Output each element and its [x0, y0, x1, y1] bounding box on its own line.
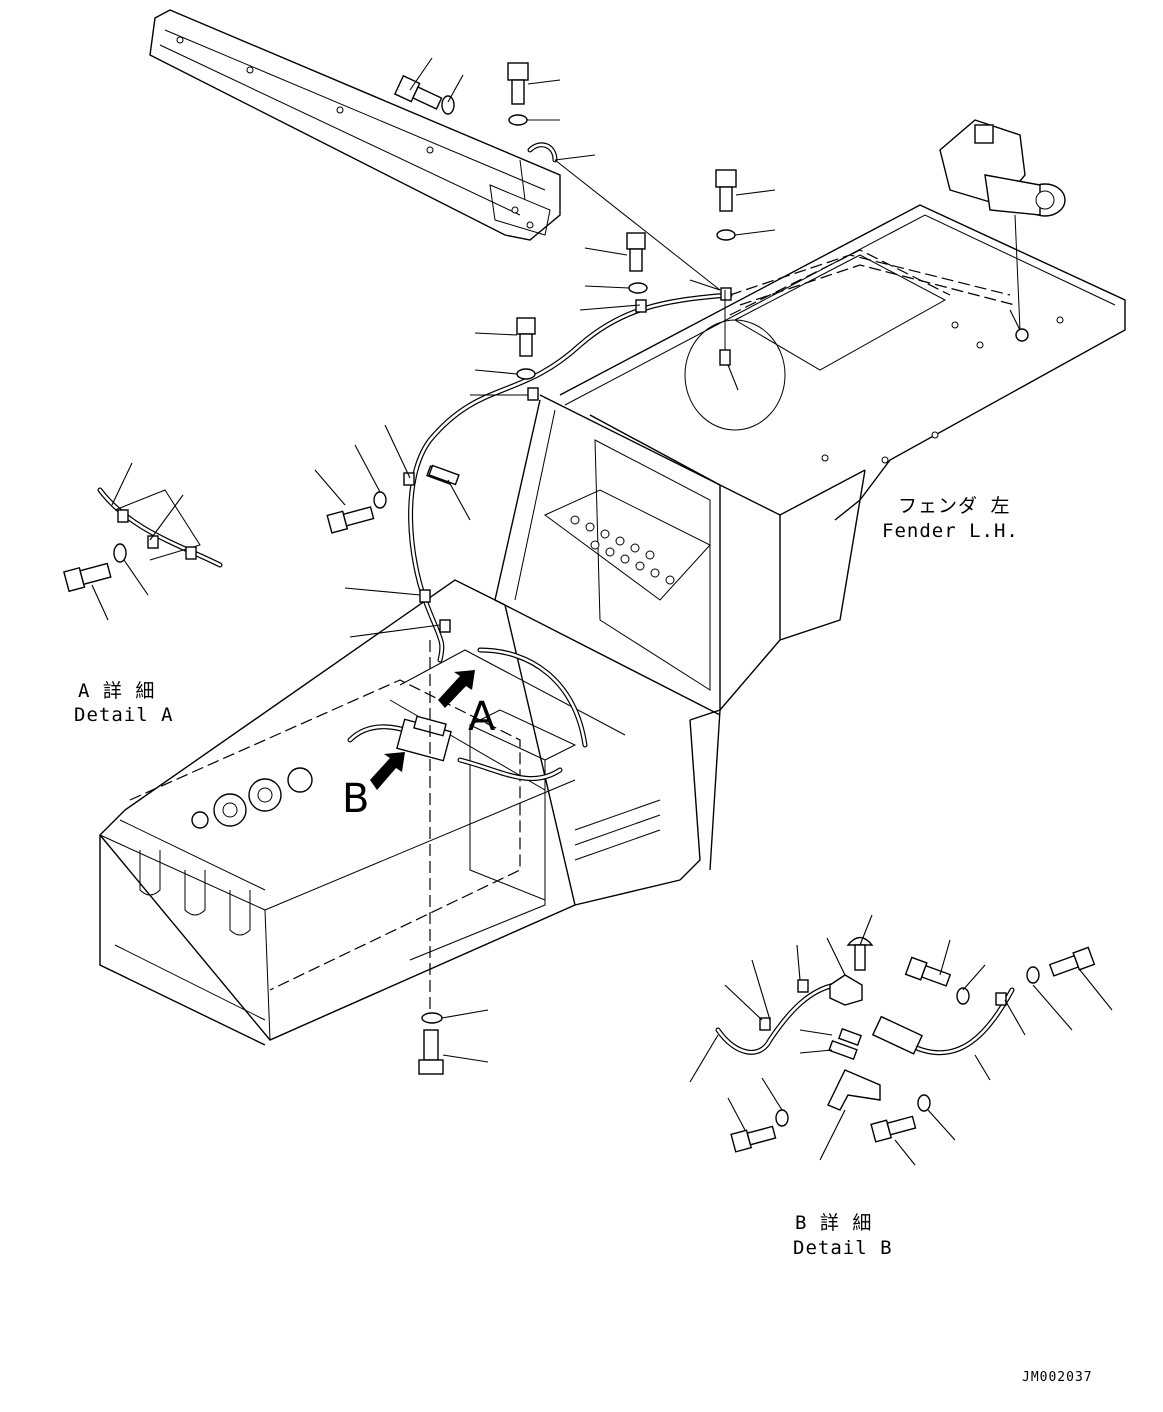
valve-assembly	[939, 119, 1066, 342]
machine-body	[494, 204, 1126, 906]
detail-b-arrow-letter: B	[342, 776, 369, 822]
upper-frame-beam	[149, 9, 561, 241]
detail-a-title-jp: A 詳 細	[78, 680, 155, 702]
detail-a-arrow: A	[438, 670, 496, 740]
detail-b-title-en: Detail B	[793, 1237, 893, 1259]
vent-holes	[570, 515, 675, 585]
detail-a-title-en: Detail A	[74, 704, 174, 726]
leader-lines	[91, 57, 1113, 1166]
detail-b-arrow: B	[342, 752, 405, 822]
detail-a-arrow-letter: A	[468, 694, 496, 740]
lower-frame	[99, 579, 661, 1046]
air-hose	[347, 142, 733, 1010]
detail-b-drawing	[715, 936, 1096, 1153]
detail-a-drawing	[63, 487, 223, 593]
detail-b-title-jp: B 詳 細	[795, 1212, 872, 1234]
fender-label-jp: フェンダ 左	[898, 495, 1010, 517]
drawing-code: JM002037	[1022, 1370, 1093, 1385]
fender-label-en: Fender L.H.	[882, 520, 1019, 542]
fasteners-top	[326, 62, 737, 1075]
